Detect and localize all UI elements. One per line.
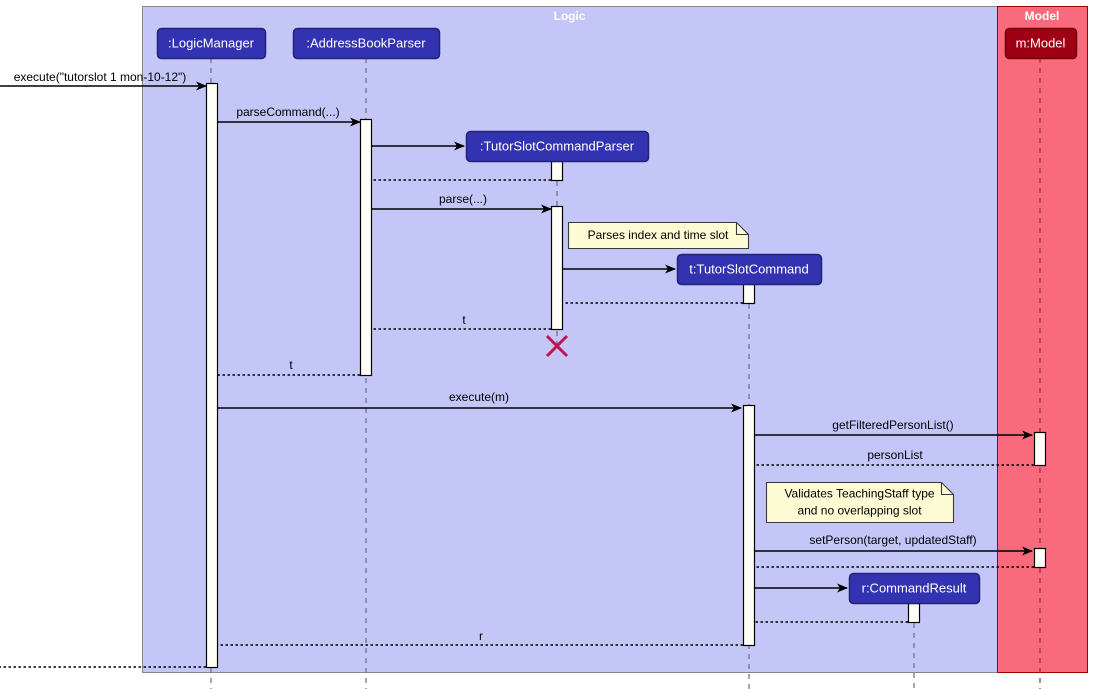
participant-model[interactable]: m:Model [1004,27,1078,60]
participant-addressBookParser[interactable]: :AddressBookParser [292,27,441,60]
message-label-m12: personList [867,448,923,462]
message-label-m1: execute("tutorslot 1 mon-10-12") [14,70,187,84]
note-body-note1 [567,221,750,250]
panel-layer: Logic Model [142,6,1088,673]
note-text-note1-0: Parses index and time slot [588,228,729,242]
participant-label-tutorSlotCommand: t:TutorSlotCommand [689,261,808,276]
message-label-m10: execute(m) [449,390,509,404]
activation-bar-tutorSlotCommandParser-2 [550,160,564,182]
participant-box-model[interactable] [1004,27,1078,60]
participant-label-logicManager: :LogicManager [168,35,255,50]
note-note1: Parses index and time slot [567,221,750,250]
panel-title-logic: Logic [554,9,586,23]
participant-label-commandResult: r:CommandResult [862,580,967,595]
message-layer: execute("tutorslot 1 mon-10-12") parseCom… [0,70,1034,672]
note-note2: Validates TeachingStaff type and no overl… [765,481,955,524]
message-label-m17: r [479,629,483,643]
activation-bar-commandResult-6 [907,602,921,624]
note-fold-note1 [735,222,749,236]
participant-label-addressBookParser: :AddressBookParser [306,35,426,50]
activation-bar-tutorSlotCommandParser-3 [550,205,564,331]
participant-label-model: m:Model [1016,35,1066,50]
activation-bar-model-7 [1033,431,1047,467]
participant-box-tutorSlotCommand[interactable] [676,253,823,286]
participant-tutorSlotCommand[interactable]: t:TutorSlotCommand [676,253,823,286]
destroy-marker-stroke-b [545,334,569,358]
activation-bar-tutorSlotCommand-4 [742,283,756,305]
message-label-m11: getFilteredPersonList() [832,418,953,432]
message-label-m9: t [289,358,293,372]
note-body-note2 [765,481,955,524]
participant-box-tutorSlotCommandParser[interactable] [465,130,650,163]
note-fold-note2 [940,482,954,496]
destroy-marker-tutorSlotCommandParser [545,334,569,358]
message-label-m13: setPerson(target, updatedStaff) [809,533,976,547]
activation-layer [205,82,1047,669]
panel-model [997,6,1088,673]
activation-bar-logicManager-0 [205,82,219,669]
panel-logic [142,6,998,673]
participant-box-addressBookParser[interactable] [292,27,441,60]
participant-logicManager[interactable]: :LogicManager [156,27,267,60]
note-text-note2-0: Validates TeachingStaff type [784,487,934,501]
activation-bar-addressBookParser-1 [359,118,373,377]
activation-bar-tutorSlotCommand-5 [742,404,756,647]
participant-tutorSlotCommandParser[interactable]: :TutorSlotCommandParser [465,130,650,163]
message-label-m2: parseCommand(...) [236,105,339,119]
participant-box-logicManager[interactable] [156,27,267,60]
participant-box-commandResult[interactable] [848,572,981,605]
activation-bar-model-8 [1033,547,1047,569]
panel-title-model: Model [1025,9,1060,23]
destroy-marker-layer [545,334,569,358]
message-label-m5: parse(...) [439,192,487,206]
participant-label-tutorSlotCommandParser: :TutorSlotCommandParser [480,138,635,153]
participant-commandResult[interactable]: r:CommandResult [848,572,981,605]
message-label-m8: t [462,313,466,327]
note-text-note2-1: and no overlapping slot [797,504,922,518]
participant-layer: :LogicManager :AddressBookParser :TutorSlo… [156,27,1078,605]
